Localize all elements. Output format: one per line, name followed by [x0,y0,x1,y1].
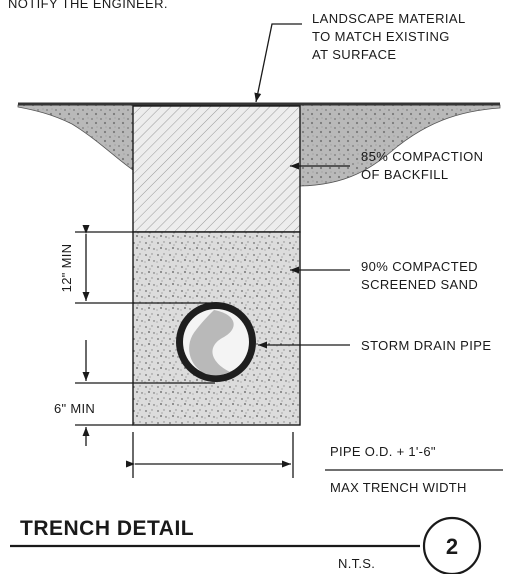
landscape-line-3: AT SURFACE [312,47,396,62]
header-note: NOTIFY THE ENGINEER. [8,0,168,11]
backfill-zone [132,105,301,233]
sand-line-1: 90% COMPACTED [361,259,478,274]
backfill-line-2: OF BACKFILL [361,167,448,182]
detail-number: 2 [446,534,458,559]
pipe-callout: STORM DRAIN PIPE [361,338,491,353]
existing-ground [17,104,134,171]
landscape-line-2: TO MATCH EXISTING [312,29,450,44]
dim-width-bottom: MAX TRENCH WIDTH [330,480,467,495]
landscape-callout: LANDSCAPE MATERIAL TO MATCH EXISTING AT … [312,11,469,62]
dim-sand-below-pipe: 6" MIN [54,401,95,416]
sand-line-2: SCREENED SAND [361,277,478,292]
dimension-lines [75,225,503,478]
backfill-callout: 85% COMPACTION OF BACKFILL [361,149,487,182]
landscape-line-1: LANDSCAPE MATERIAL [312,11,465,26]
detail-number-circle [422,516,482,574]
backfill-line-1: 85% COMPACTION [361,149,483,164]
scale-note: N.T.S. [338,556,375,571]
sand-callout: 90% COMPACTED SCREENED SAND [361,259,482,292]
dim-sand-above-pipe: 12" MIN [59,244,74,293]
detail-title: TRENCH DETAIL [20,517,194,540]
dim-width-top: PIPE O.D. + 1'-6" [330,444,436,459]
storm-drain-pipe [176,302,256,382]
leader-arrows [254,23,350,349]
